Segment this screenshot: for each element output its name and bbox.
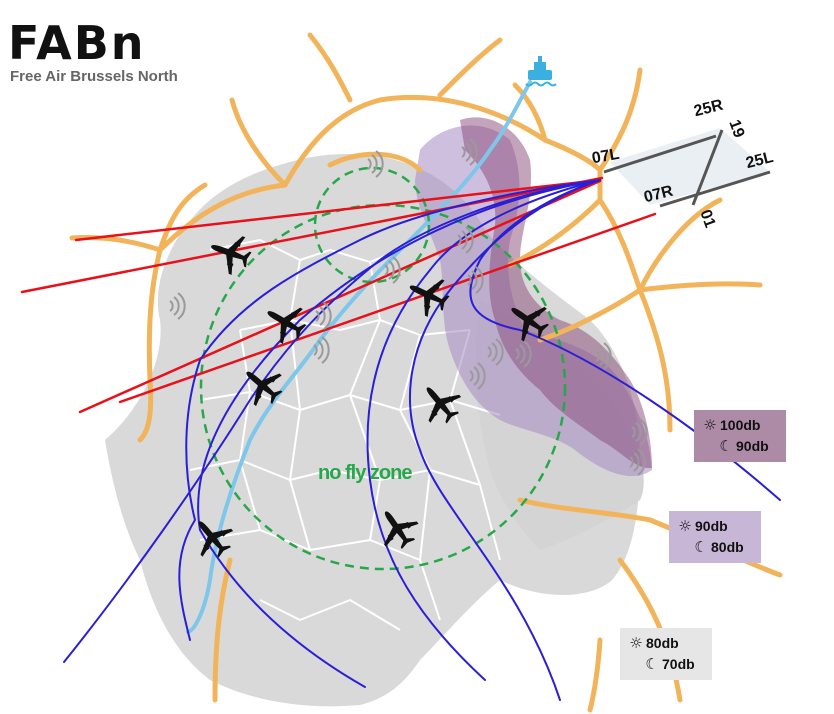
airport xyxy=(603,128,771,208)
legend-night-value: 90db xyxy=(736,437,769,454)
municipal-borders xyxy=(189,239,501,631)
ship-icon xyxy=(525,56,557,87)
brand-subtitle: Free Air Brussels North xyxy=(10,68,178,85)
sun-icon: ☼ xyxy=(629,633,643,652)
legend-80db: ☼80db ☾70db xyxy=(620,628,712,680)
sun-icon: ☼ xyxy=(703,415,717,434)
legend-night-value: 70db xyxy=(662,655,695,672)
moon-icon: ☾ xyxy=(694,537,708,556)
noise-zone-100db xyxy=(460,117,652,469)
legend-100db: ☼100db ☾90db xyxy=(694,410,786,462)
blue-flight-routes xyxy=(63,179,781,701)
no-fly-zone-label: no fly zone xyxy=(318,462,412,484)
legend-90db: ☼90db ☾80db xyxy=(669,511,761,563)
legend-day-value: 100db xyxy=(720,416,761,433)
legend-night-value: 80db xyxy=(711,538,744,555)
red-flight-routes xyxy=(20,176,657,414)
legend-day-value: 80db xyxy=(646,634,679,651)
moon-icon: ☾ xyxy=(719,436,733,455)
brand-title: FABn xyxy=(8,16,146,70)
river xyxy=(186,80,532,634)
legend-day-value: 90db xyxy=(695,517,728,534)
road-network xyxy=(69,32,783,713)
sun-icon: ☼ xyxy=(678,516,692,535)
moon-icon: ☾ xyxy=(645,654,659,673)
